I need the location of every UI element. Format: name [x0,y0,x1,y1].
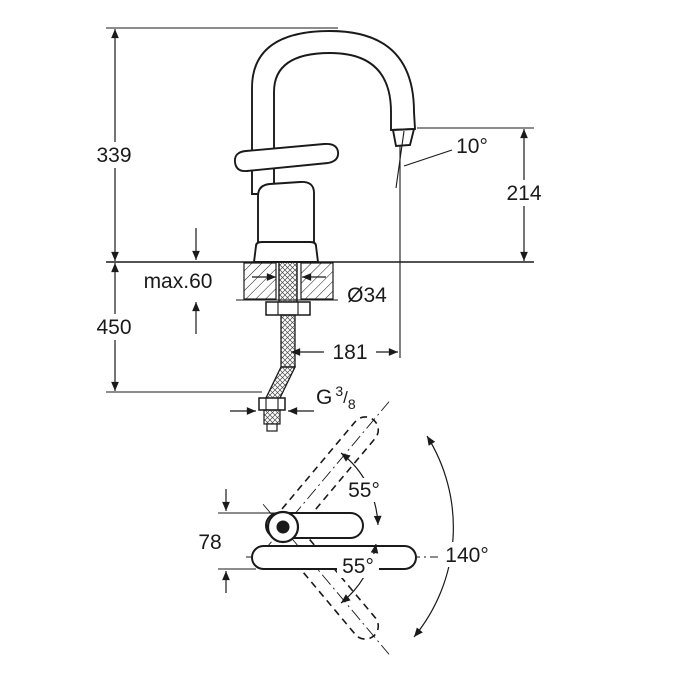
swivel-total-label: 140° [445,544,488,567]
thread-denominator: 8 [348,396,356,412]
mounting-nut-facets [277,302,299,315]
label-bg [498,180,550,206]
thread-prefix: G [316,386,332,409]
counter-hatch-left [243,262,277,300]
hose-fitting-facets [265,398,279,410]
label-bg [338,282,396,308]
hose-fitting-body [263,409,281,425]
dim-214-label: 214 [506,182,541,205]
label-bg [90,142,138,168]
dim-181-label: 181 [332,341,367,364]
threaded-shank [278,261,298,305]
supply-hose-straight [280,314,296,368]
hose-fitting-nut [258,397,286,411]
max-thickness-label: max.60 [144,270,213,293]
label-bg [438,542,496,567]
label-bg [343,478,385,502]
hole-diameter-label: Ø34 [347,284,387,307]
body-plan-center [276,520,290,534]
swivel-upper-label: 55° [348,479,380,502]
hose-fitting-tip [266,423,278,432]
thread-numerator: 3 [335,383,343,399]
supply-hose-bend [263,366,297,401]
spout-plan [251,545,417,570]
mounting-nut [265,301,311,316]
dim-78-label: 78 [198,531,221,554]
label-bg [337,554,379,578]
base-escutcheon [252,241,320,263]
label-bg [192,529,228,554]
swivel-lower-label: 55° [342,555,374,578]
outlet-angle-axis [395,130,405,189]
thread-slash: / [343,388,348,407]
dim-450-label: 450 [96,316,131,339]
swivel-arc-140 [413,435,454,638]
faucet-body [257,181,315,251]
label-bg [90,314,138,340]
counter-hatch-right [300,262,334,300]
label-bg [138,268,218,294]
handle-lever [234,142,340,173]
outlet-angle-leader [403,149,453,167]
spout [251,30,417,195]
outlet-angle-label: 10° [456,135,488,158]
top-view: 55° 55° 140° 78 [192,401,496,655]
label-bg [324,340,376,365]
dim-339-label: 339 [96,144,131,167]
